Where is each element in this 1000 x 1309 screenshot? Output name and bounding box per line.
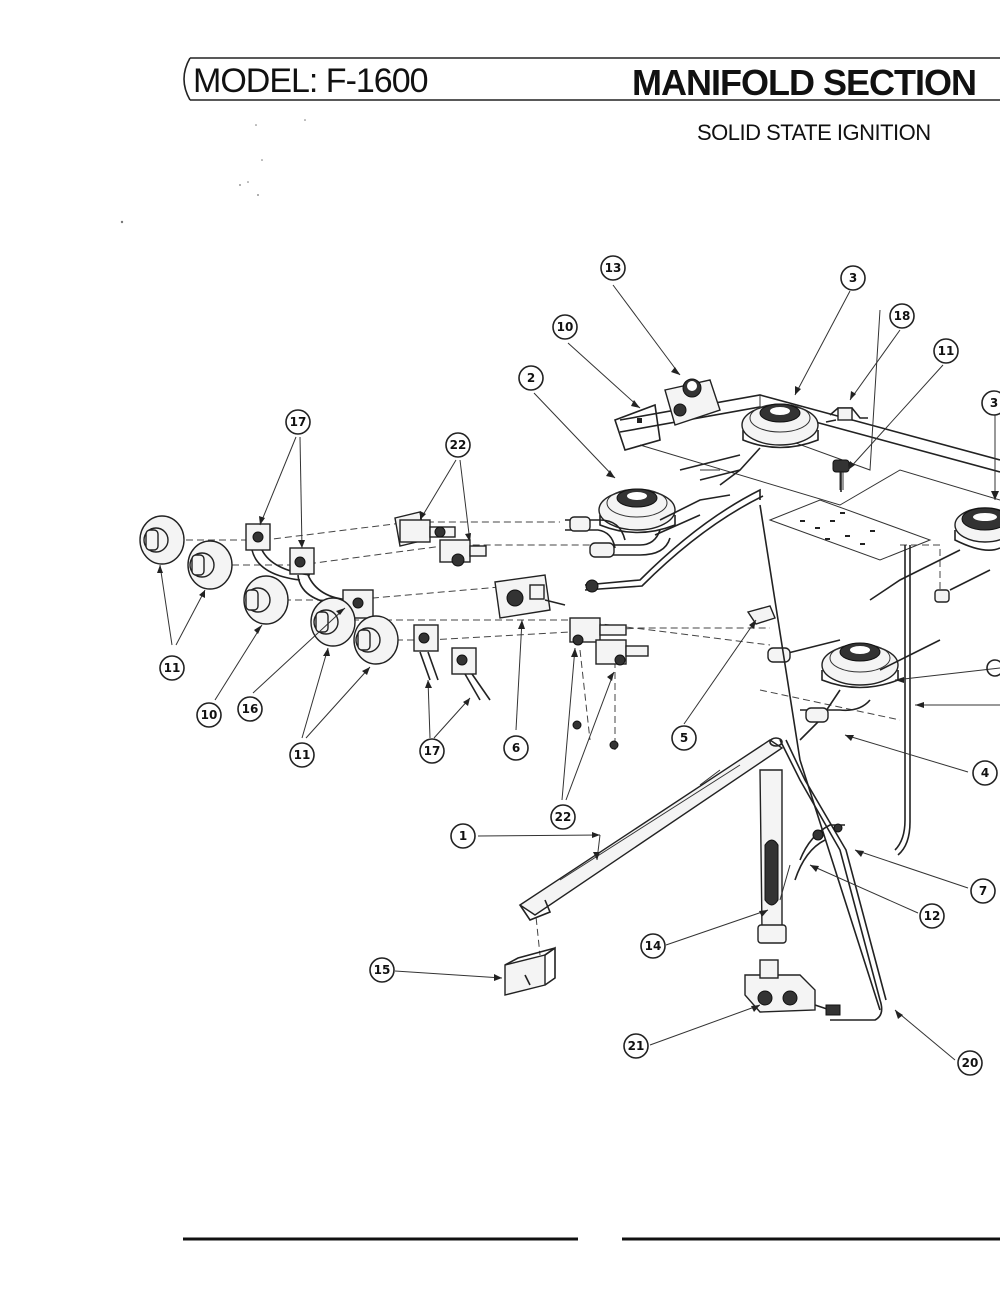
svg-text:10: 10 bbox=[557, 320, 574, 334]
svg-text:13: 13 bbox=[605, 261, 622, 275]
oven-knob bbox=[243, 575, 289, 625]
callout-14: 14 bbox=[640, 933, 666, 959]
burner-valve-front-left bbox=[569, 617, 627, 646]
gas-tubing bbox=[584, 460, 911, 1021]
svg-text:6: 6 bbox=[512, 741, 520, 755]
callout-8: 7 bbox=[970, 878, 996, 904]
assembly-guide-lines bbox=[175, 521, 941, 1000]
callout-4: 4 bbox=[972, 760, 998, 786]
burner-rear-left bbox=[719, 403, 819, 486]
igniter-switch-2 bbox=[289, 547, 351, 606]
callout-1: 1 bbox=[450, 823, 476, 849]
svg-text:7: 7 bbox=[979, 884, 987, 898]
bracket bbox=[504, 946, 556, 996]
callout-22-bottom: 22 bbox=[550, 804, 576, 830]
clamp bbox=[825, 407, 868, 423]
knob-1 bbox=[139, 515, 185, 565]
clip bbox=[746, 605, 776, 625]
svg-text:11: 11 bbox=[294, 748, 311, 762]
header: MODEL: F-1600 MANIFOLD SECTION SOLID STA… bbox=[183, 57, 1000, 145]
svg-text:22: 22 bbox=[555, 810, 572, 824]
burner-valve-front-right bbox=[595, 639, 649, 666]
svg-text:21: 21 bbox=[628, 1039, 645, 1053]
model-title: MODEL: F-1600 bbox=[193, 62, 428, 100]
callout-18: 18 bbox=[889, 303, 915, 329]
rear-valve bbox=[613, 378, 721, 451]
svg-text:15: 15 bbox=[374, 963, 391, 977]
svg-text:11: 11 bbox=[938, 344, 955, 358]
fitting bbox=[832, 459, 850, 492]
callout-10: 10 bbox=[196, 702, 222, 728]
safety-valve bbox=[744, 959, 841, 1016]
svg-text:2: 2 bbox=[527, 371, 535, 385]
arrow-heads bbox=[157, 367, 999, 1019]
scan-speckles bbox=[120, 119, 306, 224]
burner-front-left bbox=[598, 488, 731, 536]
knob-3 bbox=[310, 597, 356, 647]
callout-17-top: 17 bbox=[285, 409, 311, 435]
svg-text:5: 5 bbox=[680, 731, 688, 745]
vertical-supply-pipe bbox=[757, 769, 787, 944]
callout-21: 21 bbox=[623, 1033, 649, 1059]
svg-text:10: 10 bbox=[201, 708, 218, 722]
callout-11-right bbox=[986, 659, 1000, 677]
manifold-pipe bbox=[518, 737, 784, 921]
knob-4 bbox=[353, 615, 399, 665]
burner-valve-rear-right bbox=[439, 539, 487, 567]
svg-text:3: 3 bbox=[849, 271, 857, 285]
svg-text:3: 3 bbox=[990, 396, 998, 410]
igniter-switch-3 bbox=[413, 624, 439, 681]
callout-22-top: 22 bbox=[445, 432, 471, 458]
callout-15: 15 bbox=[369, 957, 395, 983]
callout-17-bottom: 17 bbox=[419, 738, 445, 764]
callout-3-right: 3 bbox=[981, 390, 1000, 416]
svg-text:22: 22 bbox=[450, 438, 467, 452]
svg-text:4: 4 bbox=[981, 766, 989, 780]
svg-text:11: 11 bbox=[164, 661, 181, 675]
screws bbox=[572, 720, 619, 750]
callout-11-mid: 11 bbox=[289, 742, 315, 768]
knob-2 bbox=[187, 540, 233, 590]
svg-text:12: 12 bbox=[924, 909, 941, 923]
svg-text:20: 20 bbox=[962, 1056, 979, 1070]
section-title: MANIFOLD SECTION bbox=[632, 62, 976, 103]
callout-12: 12 bbox=[919, 903, 945, 929]
callout-3-rear: 3 bbox=[840, 265, 866, 291]
burner-right bbox=[869, 507, 1000, 601]
svg-text:16: 16 bbox=[242, 702, 259, 716]
callout-2: 2 bbox=[518, 365, 544, 391]
section-subtitle: SOLID STATE IGNITION bbox=[697, 120, 931, 145]
callout-16: 16 bbox=[237, 696, 263, 722]
svg-text:17: 17 bbox=[290, 415, 307, 429]
burner-front-right bbox=[799, 639, 941, 741]
igniter-switch-4 bbox=[451, 647, 491, 701]
callout-13: 13 bbox=[600, 255, 626, 281]
spark-electrode bbox=[779, 823, 845, 901]
callout-20: 20 bbox=[957, 1050, 983, 1076]
oven-thermostat bbox=[494, 574, 566, 619]
svg-text:14: 14 bbox=[645, 939, 662, 953]
svg-text:1: 1 bbox=[459, 829, 467, 843]
burner-tubes bbox=[565, 454, 991, 723]
callout-7: 10 bbox=[552, 314, 578, 340]
svg-text:17: 17 bbox=[424, 744, 441, 758]
leader-lines bbox=[159, 284, 1000, 1061]
burner-valve-rear-left bbox=[394, 511, 456, 547]
callouts: 13 10 2 3 18 11 3 17 22 11 10 16 11 17 6… bbox=[159, 255, 1000, 1076]
svg-text:18: 18 bbox=[894, 309, 911, 323]
callout-5: 5 bbox=[671, 725, 697, 751]
callout-9: 11 bbox=[933, 338, 959, 364]
callout-6: 6 bbox=[503, 735, 529, 761]
callout-11-left: 11 bbox=[159, 655, 185, 681]
